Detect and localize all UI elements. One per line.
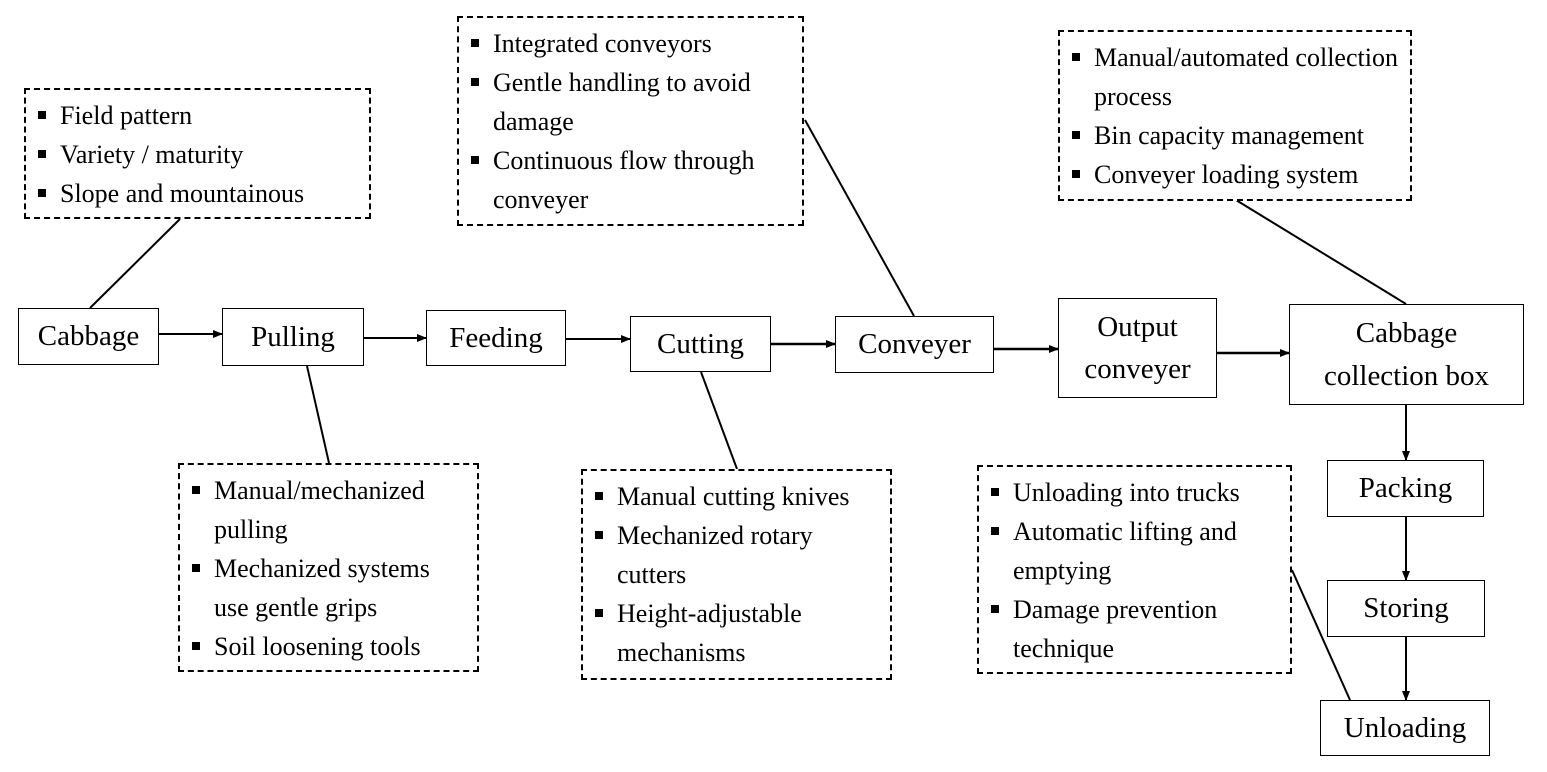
link-pulling-note [306, 365, 330, 464]
note-item: Continuous flow through conveyer [471, 141, 792, 219]
node-storing-label: Storing [1363, 592, 1449, 625]
note-item: Slope and mountainous [38, 174, 359, 213]
note-unloading: Unloading into trucks Automatic lifting … [977, 465, 1292, 674]
node-unloading: Unloading [1320, 700, 1490, 756]
note-item: Height-adjustable mechanisms [595, 594, 880, 672]
node-feeding-label: Feeding [449, 321, 543, 354]
node-feeding: Feeding [426, 310, 566, 366]
node-storing: Storing [1327, 580, 1485, 637]
note-item: Automatic lifting and emptying [991, 512, 1280, 590]
node-collection-box: Cabbage collection box [1289, 304, 1524, 405]
node-unloading-label: Unloading [1343, 711, 1467, 744]
node-packing-label: Packing [1358, 472, 1453, 505]
link-conveyer-note [804, 119, 915, 317]
note-item: Damage prevention technique [991, 590, 1280, 668]
note-conveyer: Integrated conveyors Gentle handling to … [457, 16, 804, 226]
note-cabbage: Field pattern Variety / maturity Slope a… [24, 88, 371, 219]
note-item: Bin capacity management [1072, 116, 1400, 155]
note-item: Unloading into trucks [991, 473, 1280, 512]
note-item: Conveyer loading system [1072, 155, 1400, 194]
note-cutting: Manual cutting knives Mechanized rotary … [581, 469, 892, 680]
node-output-conveyer: Output conveyer [1058, 298, 1217, 398]
note-item: Mechanized systems use gentle grips [192, 549, 467, 627]
note-item: Manual cutting knives [595, 477, 880, 516]
node-packing: Packing [1327, 460, 1484, 517]
node-cutting: Cutting [630, 316, 771, 372]
note-item: Manual/automated collection process [1072, 38, 1400, 116]
link-cutting-note [700, 371, 738, 470]
link-cabbage-note [89, 218, 181, 309]
node-conveyer-label: Conveyer [858, 328, 971, 361]
note-item: Variety / maturity [38, 135, 359, 174]
node-conveyer: Conveyer [835, 316, 994, 373]
note-item: Gentle handling to avoid damage [471, 63, 792, 141]
note-collection-box: Manual/automated collection process Bin … [1058, 30, 1412, 201]
note-item: Mechanized rotary cutters [595, 516, 880, 594]
node-cabbage-label: Cabbage [37, 320, 140, 353]
node-output-conveyer-label: Output conveyer [1084, 310, 1191, 385]
node-cutting-label: Cutting [656, 327, 744, 360]
note-item: Soil loosening tools [192, 627, 467, 666]
note-item: Manual/mechanized pulling [192, 471, 467, 549]
node-pulling-label: Pulling [251, 320, 335, 353]
node-cabbage: Cabbage [18, 308, 159, 365]
note-pulling: Manual/mechanized pulling Mechanized sys… [178, 463, 479, 672]
node-collection-box-label: Cabbage collection box [1323, 317, 1490, 392]
link-unloading-note [1291, 569, 1351, 701]
link-collection-note [1235, 199, 1407, 305]
note-item: Field pattern [38, 96, 359, 135]
note-item: Integrated conveyors [471, 24, 792, 63]
node-pulling: Pulling [222, 308, 364, 366]
